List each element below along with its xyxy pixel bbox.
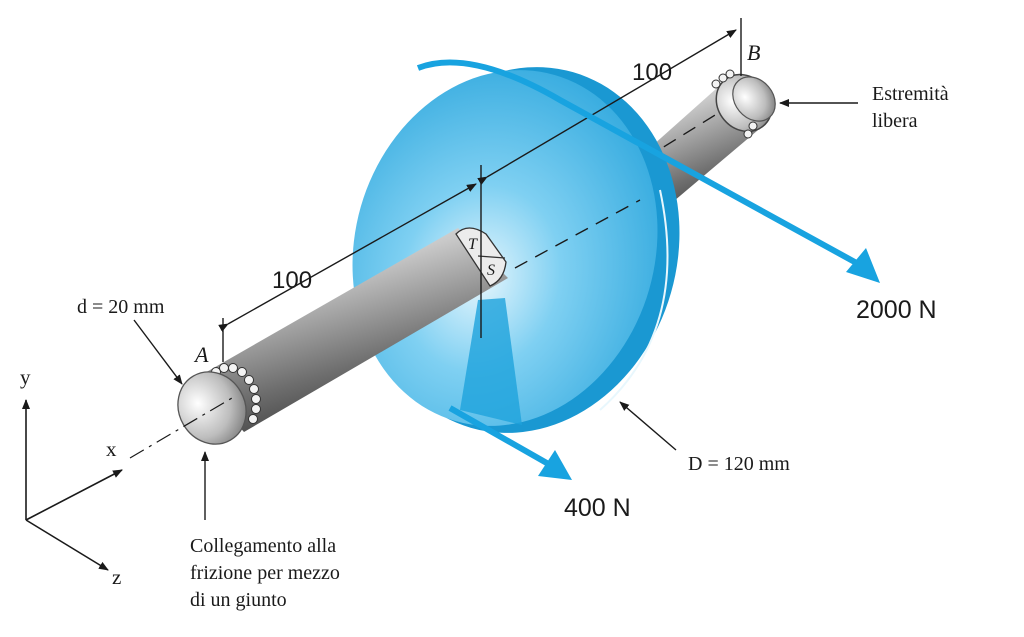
dim-left-line: [218, 183, 477, 332]
coupling-label-line3: di un giunto: [190, 589, 287, 611]
shaft-diameter-label: d = 20 mm: [77, 296, 165, 318]
disk-diameter-leader: [619, 401, 677, 451]
disk: [352, 67, 680, 433]
disk-diameter-label: D = 120 mm: [688, 453, 790, 475]
force-arrow-400: [448, 405, 572, 480]
shaft-end-b: [732, 76, 776, 122]
x-axis-line: [25, 469, 123, 521]
shear-label-s: S: [487, 262, 495, 279]
force-label-2000: 2000 N: [856, 296, 937, 324]
x-axis-label: x: [106, 437, 117, 461]
force-label-400: 400 N: [564, 494, 631, 522]
point-label-a: A: [193, 342, 209, 367]
free-end-label-line1: Estremità: [872, 83, 949, 105]
coupling-label-line1: Collegamento alla: [190, 535, 336, 557]
point-label-b: B: [747, 40, 760, 65]
section-divider: [477, 255, 506, 259]
dim-right-line: [477, 29, 737, 186]
shaft-diameter-leader: [133, 319, 183, 385]
shaft-end-a: [177, 371, 247, 445]
z-axis-line: [25, 519, 109, 571]
bearing-a-balls: [211, 363, 261, 424]
disk-hidden-axis: [514, 199, 641, 269]
y-axis-label: y: [20, 365, 31, 389]
force-arrow-2000: [416, 59, 880, 283]
dimension-lines: [218, 18, 742, 362]
torque-label-t: T: [468, 236, 478, 253]
free-end-label-line2: libera: [872, 110, 918, 132]
dimension-right-value: 100: [632, 59, 672, 86]
z-axis-label: z: [112, 565, 121, 589]
coupling-label-line2: frizione per mezzo: [190, 562, 340, 584]
dimension-left-value: 100: [272, 267, 312, 294]
coordinate-axes: y x z: [20, 365, 123, 589]
disk-rim-highlight: [599, 189, 669, 411]
shaft-centerline-front: [129, 397, 233, 459]
